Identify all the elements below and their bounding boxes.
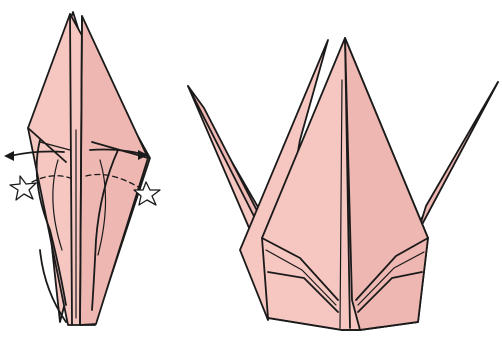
- star-icon: [10, 176, 36, 200]
- right-spike-inner: [418, 82, 498, 232]
- left-right-half: [80, 16, 148, 325]
- right-finished-base: [188, 38, 498, 330]
- main-body-right-face: [345, 38, 428, 330]
- left-fold-step: [4, 12, 160, 325]
